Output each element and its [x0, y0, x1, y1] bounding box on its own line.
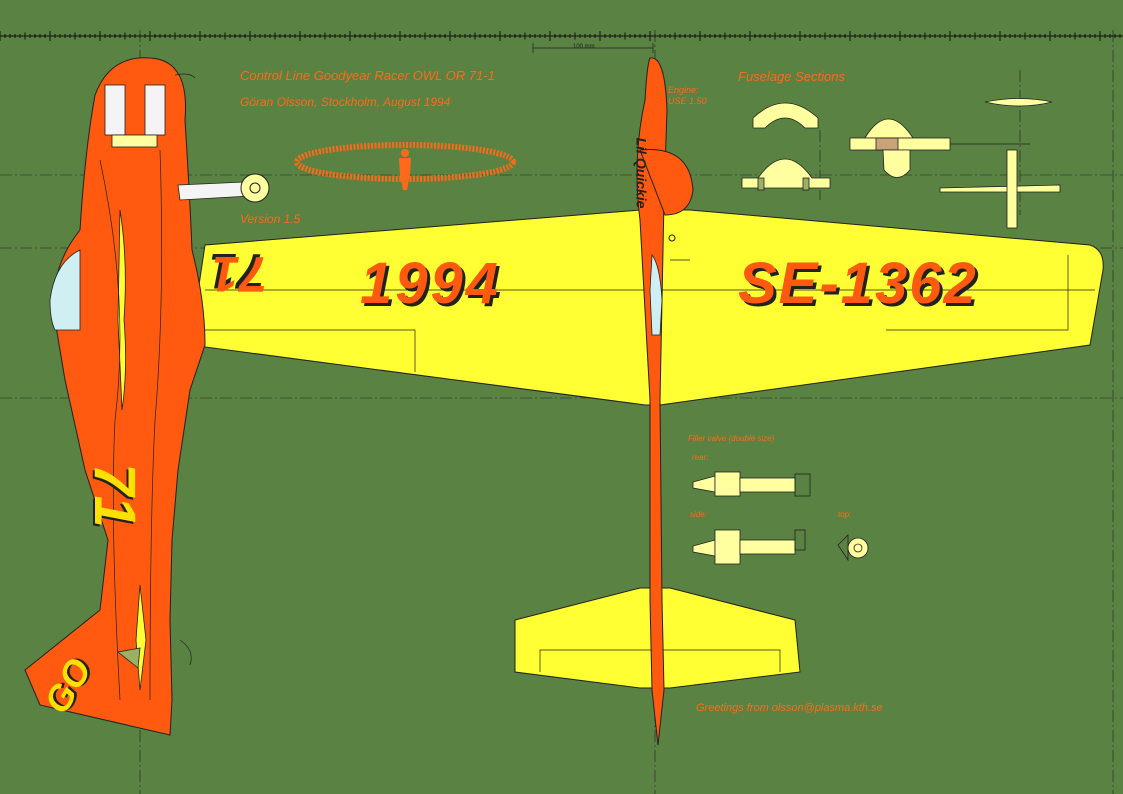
fuselage-side-lines: [99, 73, 196, 701]
engine-label-line-2: USE 1.50: [668, 96, 707, 106]
rivet: [668, 234, 676, 242]
wing-race-number: 71: [212, 246, 268, 302]
canopy-top: [649, 253, 663, 336]
engine-label-line-1: Engine:: [668, 85, 699, 95]
engine-label: Engine: USE 1.50: [668, 85, 707, 107]
view-top-label: top:: [838, 510, 852, 519]
greetings-text: Greetings from olsson@plasma.kth.se: [696, 702, 883, 714]
view-side-label: side:: [690, 510, 707, 519]
fuselage-name: Lil Quickie: [633, 137, 650, 209]
plan-title: Control Line Goodyear Racer OWL OR 71-1: [240, 68, 495, 83]
scale-label: 100 mm: [573, 44, 595, 50]
engine-mount-2: [144, 84, 166, 136]
view-rear-label: rear:: [692, 453, 709, 462]
fuselage-race-number: 71: [81, 463, 147, 528]
top-ruler: [0, 31, 1123, 41]
pilot-figure: [399, 149, 411, 190]
fuselage-sections-label: Fuselage Sections: [738, 69, 845, 84]
landing-gear-leg: [177, 181, 251, 201]
fin-top: [639, 149, 694, 216]
fuselage-side-view: [24, 57, 206, 736]
filler-valve-label: Filler valve (double size): [688, 434, 775, 443]
engine-block: [111, 134, 158, 148]
fuselage-sections: [741, 98, 1061, 229]
wheel-hub: [249, 182, 261, 194]
flight-circle-logo: [294, 142, 516, 182]
plan-version: Version 1.5: [240, 212, 301, 226]
filler-valve-drawings: [692, 471, 869, 565]
registration-year: 1994: [360, 251, 502, 316]
tail-plate: [117, 647, 141, 669]
plan-author: Göran Olsson, Stockholm, August 1994: [240, 95, 451, 109]
fuselage-top-view: [636, 57, 668, 746]
registration-code: SE-1362: [738, 251, 978, 316]
landing-wheel: [240, 173, 270, 203]
engine-mount-1: [104, 84, 126, 136]
scale-bar: [532, 43, 654, 53]
canopy-side: [49, 249, 81, 331]
